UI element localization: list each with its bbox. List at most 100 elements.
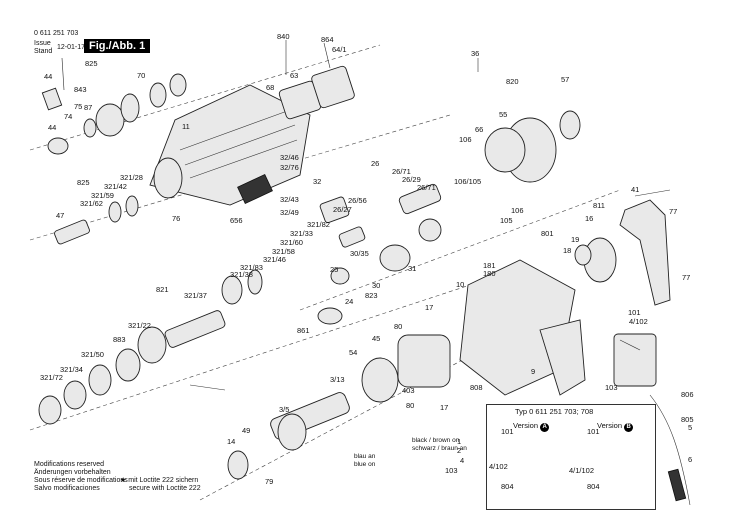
part-label: 4/102 [629,317,648,326]
part-label: 321/62 [80,199,103,208]
part-label: 321/83 [240,263,263,272]
part-label: 32/43 [280,195,299,204]
part-label: 70 [137,71,146,80]
switch-variant-inset: Typ 0 611 251 703; 708 Version A Version… [486,404,656,510]
loctite-de: mit Loctite 222 sichern [128,477,199,484]
part-label: 31 [408,264,417,273]
part-label: 80 [406,401,415,410]
part-label: 26/56 [348,196,367,205]
part-label: 9 [531,367,536,376]
part-label: 321/50 [81,350,104,359]
version-a-label: Version A [513,421,550,432]
part-label: 79 [265,477,274,486]
part-label: 321/46 [263,255,286,264]
part-label: 181 [483,261,496,270]
loctite-note: ★ mit Loctite 222 sichern [120,477,198,486]
part-label: 3/13 [330,375,345,384]
inset-label: 804 [501,482,514,491]
part-label: 321/59 [91,191,114,200]
part-label: 811 [593,201,605,210]
part-label: 44 [44,72,53,81]
version-a-text: Version [513,421,539,430]
part-label: 656 [230,216,243,225]
part-label: 26 [371,159,380,168]
part-label: 1 [457,437,462,446]
part-label: 805 [681,415,694,424]
part-label: 77 [669,207,678,216]
part-label: 843 [74,85,87,94]
part-label: 63 [290,71,299,80]
part-label: 32 [313,177,322,186]
footer-line3: Sous réserve de modifications [34,477,128,484]
wiring-note-blue-de: blau an [354,453,376,460]
part-label: 24 [345,297,354,306]
handle [619,199,671,306]
version-a-badge: A [540,423,550,432]
part-label: 32/46 [280,153,299,162]
part-label: 321/33 [290,229,313,238]
motor-housing [459,259,586,396]
part-label: 17 [425,303,434,312]
inset-label: 4/1/102 [569,466,595,475]
loctite-en: secure with Loctite 222 [129,485,201,492]
part-label: 49 [242,426,251,435]
inset-title: Typ 0 611 251 703; 708 [515,407,594,416]
part-label: 321/42 [104,182,127,191]
part-label: 76 [172,214,181,223]
part-label: 106 [511,206,524,215]
part-label: 32/49 [280,208,299,217]
part-label: 101 [628,308,641,317]
version-b-text: Version [597,421,623,430]
stand-label: Stand [34,48,53,55]
part-label: 30 [372,281,381,290]
part-label: 45 [372,334,381,343]
part-label: 861 [297,326,310,335]
part-label: 321/34 [60,365,83,374]
part-label: 64/1 [332,45,347,54]
part-label: 25 [330,265,339,274]
part-label: 321/28 [120,173,143,182]
inset-label: 101 [501,427,514,436]
part-label: 66 [475,125,484,134]
field-coil [361,334,451,403]
part-label: 321/38 [230,270,253,279]
part-label: 103 [605,383,618,392]
part-label: 19 [571,235,580,244]
leader-lines [61,40,671,391]
part-label: 6 [688,455,693,464]
version-b-label: Version B [597,421,634,432]
part-label: 47 [56,211,65,220]
issue-date: 12-01-17 [57,44,86,51]
figure-tag: Fig./Abb. 1 [84,39,151,53]
part-label: 54 [349,348,358,357]
part-label: 75 [74,102,83,111]
part-label: 180 [483,269,496,278]
part-label: 883 [113,335,126,344]
bearing-flange [484,110,581,183]
part-label: 2 [457,446,462,455]
part-label: 105 [500,216,513,225]
part-label: 864 [321,35,334,44]
inset-label: 804 [587,482,600,491]
issue-label: Issue [34,40,51,47]
part-label: 77 [682,273,691,282]
part-label: 14 [227,437,236,446]
part-label: 3/5 [279,405,290,414]
part-label: 16 [585,214,594,223]
part-label: 825 [77,178,90,187]
armature [227,392,350,480]
version-b-badge: B [624,423,634,432]
part-label: 11 [182,122,190,131]
part-label: 18 [563,246,572,255]
part-label: 10 [456,280,465,289]
part-label: 808 [470,383,483,392]
footer-line2: Änderungen vorbehalten [34,469,111,476]
tool-holder-parts [41,73,187,155]
inset-label: 4/102 [489,462,508,471]
mains-cable [649,394,691,506]
part-label: 80 [394,322,403,331]
impact-mechanism-parts [38,269,263,425]
part-label: 74 [64,112,73,121]
part-label: 321/22 [128,321,151,330]
part-label: 26/29 [402,175,421,184]
